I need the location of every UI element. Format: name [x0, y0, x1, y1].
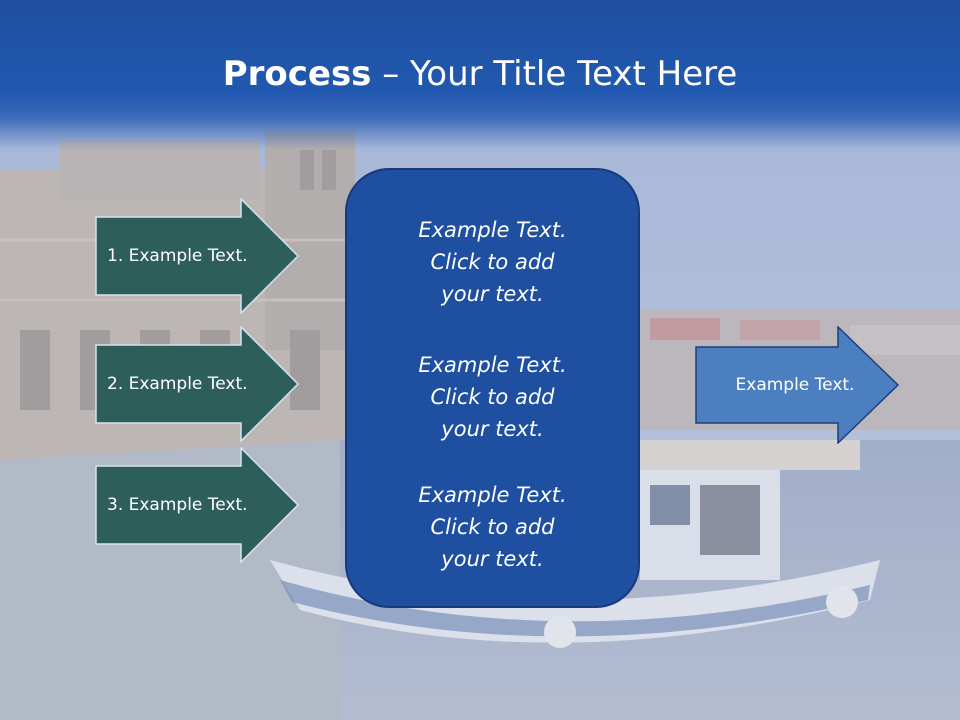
result-arrow[interactable]: Example Text.	[695, 326, 900, 444]
step-arrow-shape	[95, 447, 300, 563]
panel-text-block-2: Example Text. Click to add your text.	[347, 349, 638, 445]
panel-text-block-1: Example Text. Click to add your text.	[347, 214, 638, 310]
center-text-panel[interactable]: Example Text. Click to add your text. Ex…	[345, 168, 640, 608]
panel-line: your text.	[441, 417, 544, 441]
panel-line: Click to add	[430, 515, 555, 539]
panel-line: Click to add	[430, 250, 555, 274]
title-bold: Process	[222, 54, 372, 94]
step-arrow-3[interactable]: 3. Example Text.	[95, 447, 300, 563]
step-arrow-shape	[95, 198, 300, 314]
panel-line: Example Text.	[418, 218, 567, 242]
step-label-1: 1. Example Text.	[107, 246, 248, 266]
step-label-3: 3. Example Text.	[107, 495, 248, 515]
slide-title[interactable]: Process – Your Title Text Here	[0, 52, 960, 96]
result-label: Example Text.	[735, 375, 855, 395]
panel-line: your text.	[441, 547, 544, 571]
panel-line: Example Text.	[418, 353, 567, 377]
step-arrow-shape	[95, 326, 300, 442]
step-arrow-2[interactable]: 2. Example Text.	[95, 326, 300, 442]
result-arrow-shape	[695, 326, 900, 444]
panel-line: Click to add	[430, 385, 555, 409]
step-label-2: 2. Example Text.	[107, 374, 248, 394]
title-band	[0, 0, 960, 150]
step-arrow-1[interactable]: 1. Example Text.	[95, 198, 300, 314]
panel-text-block-3: Example Text. Click to add your text.	[347, 479, 638, 575]
panel-line: Example Text.	[418, 483, 567, 507]
panel-line: your text.	[441, 282, 544, 306]
title-rest: – Your Title Text Here	[371, 54, 738, 94]
